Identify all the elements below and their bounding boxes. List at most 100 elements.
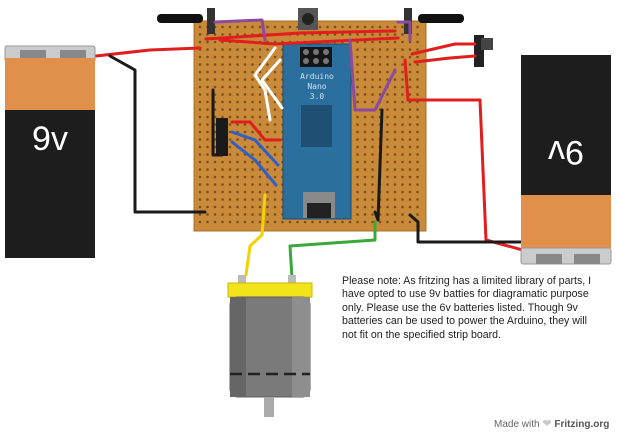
board-hole — [386, 213, 389, 216]
board-hole — [363, 130, 367, 134]
wire-purple-2 — [348, 38, 397, 112]
wire-purple-1 — [213, 18, 267, 42]
board-hole — [311, 220, 314, 224]
board-hole — [363, 205, 367, 209]
board-hole — [198, 108, 202, 111]
board-hole — [221, 190, 224, 194]
wire-black-right-inner — [373, 108, 384, 222]
board-hole — [251, 130, 254, 134]
board-hole — [251, 160, 254, 164]
board-hole — [213, 213, 217, 216]
board-hole — [213, 48, 217, 51]
board-hole — [371, 93, 374, 96]
board-hole — [221, 78, 224, 81]
dc-motor — [227, 275, 313, 417]
board-hole — [393, 145, 397, 149]
board-hole — [401, 198, 404, 201]
board-hole — [356, 33, 359, 36]
wire-purple-3 — [396, 20, 412, 42]
board-hole — [243, 145, 247, 149]
board-hole — [386, 115, 389, 119]
board-hole — [206, 138, 209, 141]
board-hole — [416, 213, 419, 216]
board-hole — [198, 40, 202, 44]
board-hole — [251, 168, 254, 171]
board-hole — [228, 78, 232, 81]
board-hole — [266, 123, 269, 126]
board-hole — [393, 130, 397, 134]
board-hole — [401, 63, 404, 66]
board-hole — [371, 130, 374, 134]
board-hole — [408, 55, 412, 59]
board-hole — [221, 55, 224, 59]
board-hole — [213, 55, 217, 59]
board-hole — [356, 183, 359, 186]
board-hole — [416, 175, 419, 179]
board-hole — [408, 220, 412, 224]
board-hole — [198, 138, 202, 141]
board-hole — [348, 220, 352, 224]
board-hole — [356, 115, 359, 119]
board-hole — [266, 190, 269, 194]
board-hole — [228, 220, 232, 224]
board-hole — [386, 175, 389, 179]
board-hole — [371, 55, 374, 59]
board-hole — [356, 93, 359, 96]
board-hole — [363, 78, 367, 81]
board-hole — [288, 220, 292, 224]
board-hole — [408, 108, 412, 111]
wire-red-top-1 — [204, 29, 397, 41]
board-hole — [386, 168, 389, 171]
board-hole — [213, 168, 217, 171]
board-hole — [341, 33, 344, 36]
board-hole — [236, 168, 239, 171]
board-hole — [363, 55, 367, 59]
board-hole — [273, 55, 277, 59]
board-hole — [408, 70, 412, 74]
board-hole — [416, 130, 419, 134]
board-hole — [243, 168, 247, 171]
board-hole — [303, 220, 307, 224]
board-hole — [258, 93, 262, 96]
board-hole — [371, 168, 374, 171]
board-hole — [371, 63, 374, 66]
board-hole — [363, 183, 367, 186]
board-hole — [198, 93, 202, 96]
board-hole — [378, 25, 382, 29]
board-hole — [206, 48, 209, 51]
board-hole — [228, 190, 232, 194]
board-hole — [408, 183, 412, 186]
board-hole — [236, 198, 239, 201]
board-hole — [371, 40, 374, 44]
board-hole — [401, 33, 404, 36]
wire-black-right-battery — [408, 213, 535, 244]
board-hole — [228, 70, 232, 74]
board-hole — [243, 220, 247, 224]
board-hole — [326, 25, 329, 29]
board-hole — [243, 123, 247, 126]
board-hole — [386, 130, 389, 134]
board-hole — [228, 153, 232, 156]
board-hole — [273, 130, 277, 134]
board-hole — [198, 168, 202, 171]
board-hole — [243, 63, 247, 66]
board-hole — [206, 130, 209, 134]
board-hole — [243, 198, 247, 201]
board-hole — [386, 190, 389, 194]
board-hole — [198, 55, 202, 59]
board-hole — [363, 63, 367, 66]
board-hole — [408, 93, 412, 96]
board-hole — [258, 183, 262, 186]
board-hole — [243, 160, 247, 164]
board-hole — [333, 25, 337, 29]
wire-red-switch-2 — [413, 54, 477, 64]
board-hole — [408, 160, 412, 164]
board-hole — [198, 145, 202, 149]
board-hole — [228, 160, 232, 164]
board-hole — [401, 175, 404, 179]
board-hole — [273, 85, 277, 89]
board-hole — [221, 168, 224, 171]
board-hole — [363, 168, 367, 171]
board-hole — [416, 138, 419, 141]
board-hole — [258, 100, 262, 104]
